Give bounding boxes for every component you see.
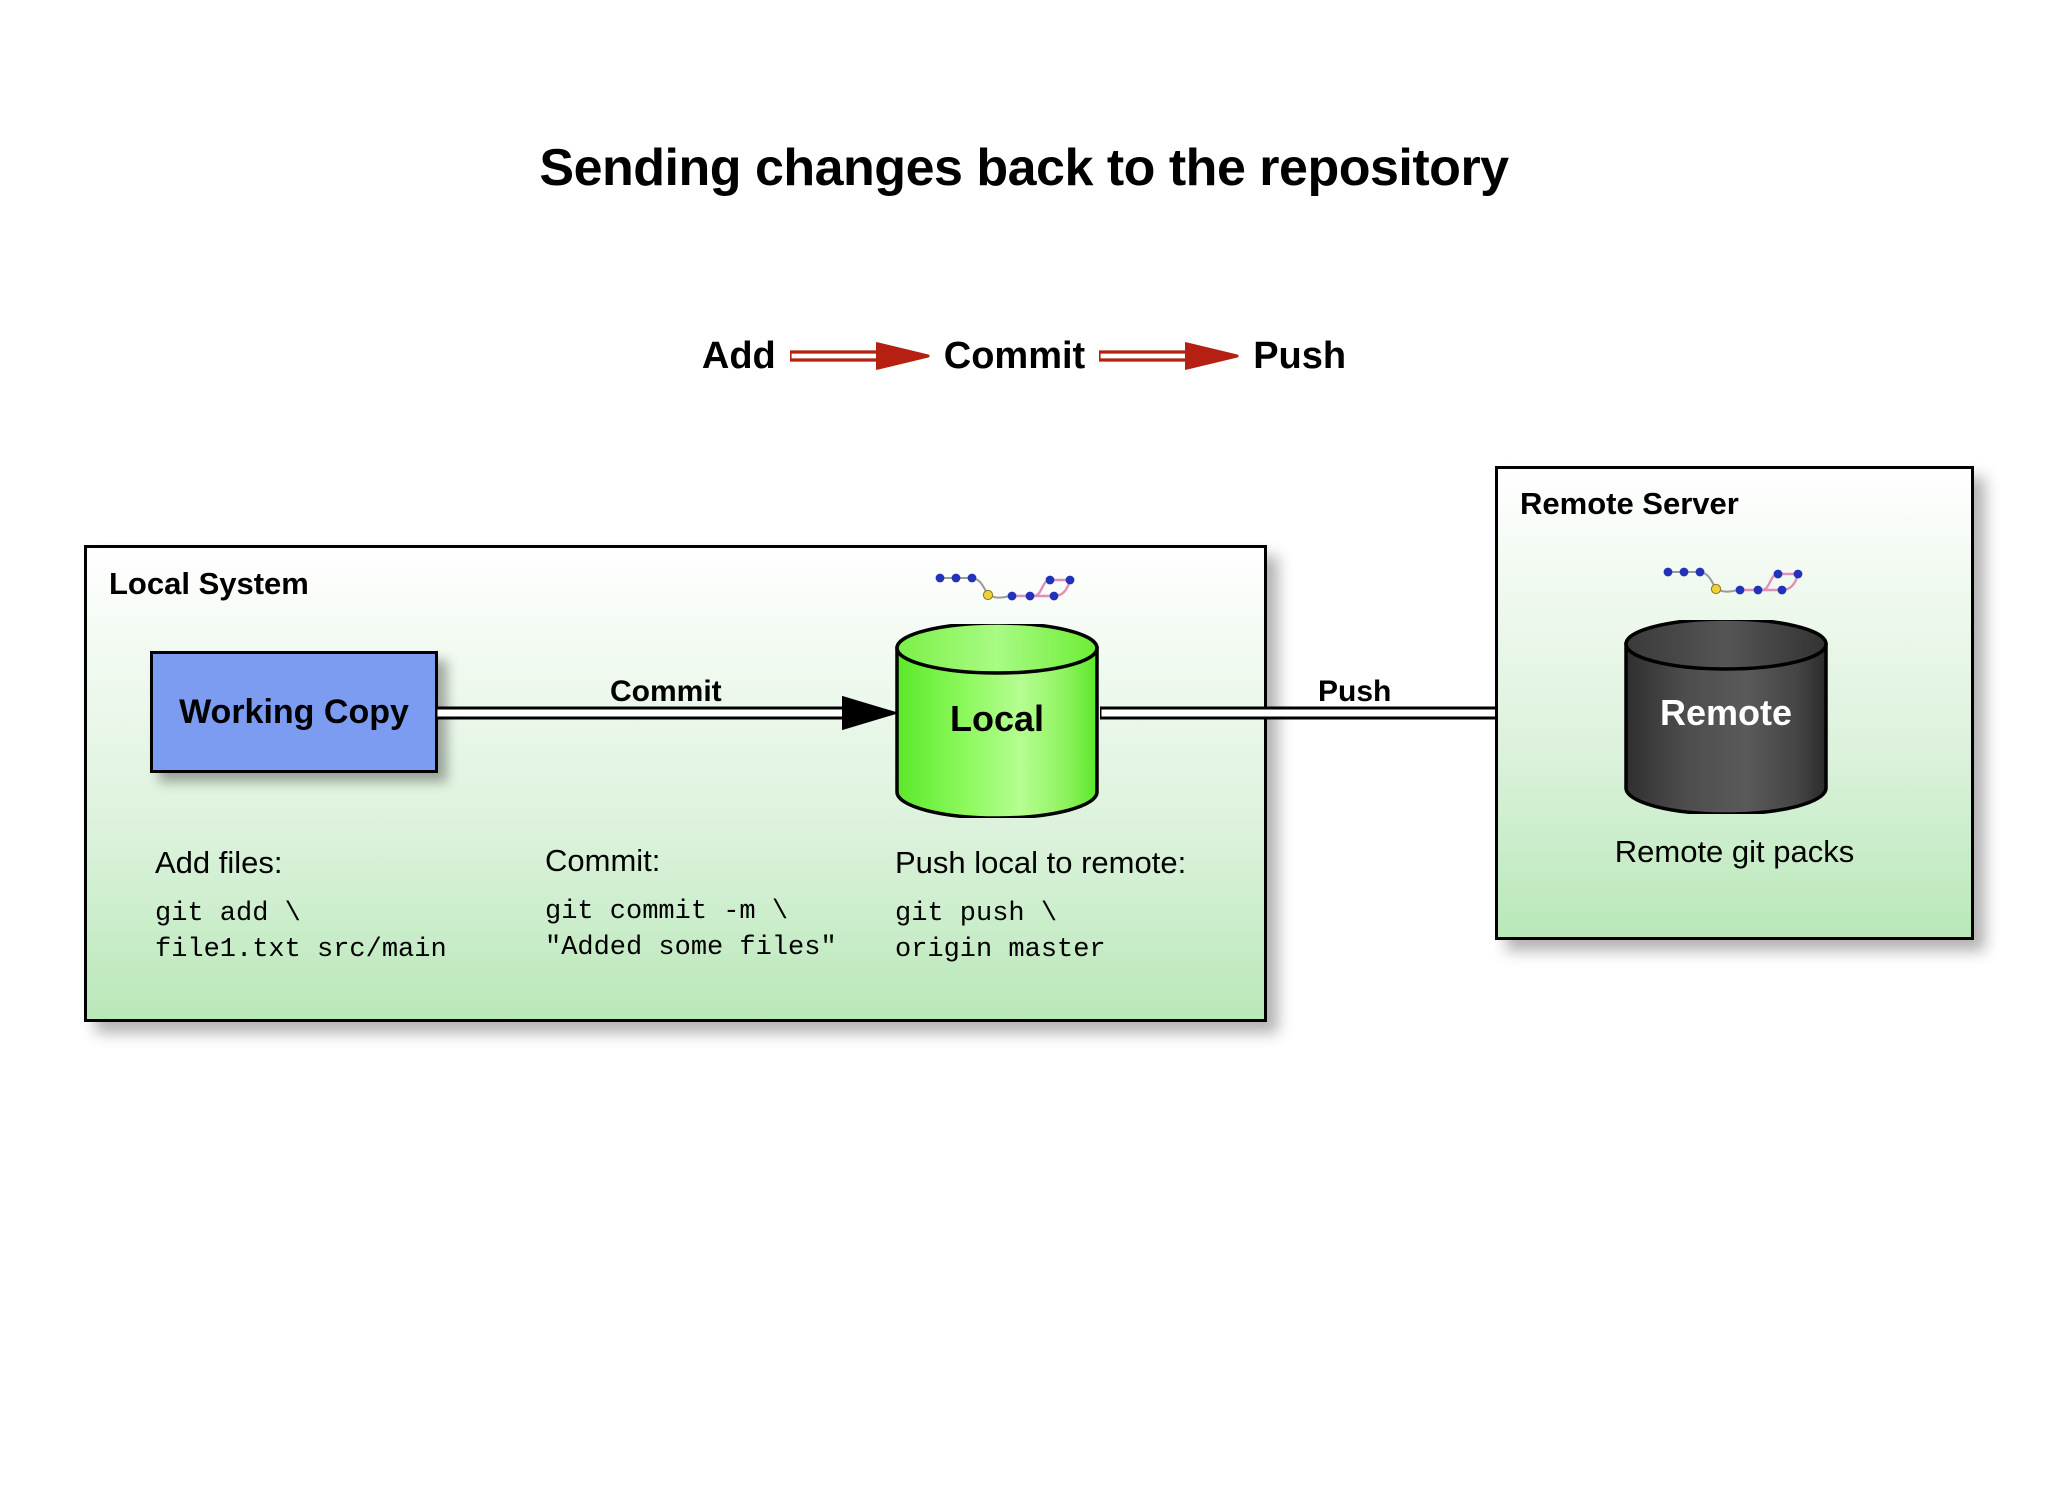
remote-git-packs-caption: Remote git packs <box>1614 834 1855 869</box>
add-files-heading: Add files: <box>155 845 283 880</box>
working-copy-label: Working Copy <box>179 692 409 731</box>
flow-step-add: Add <box>701 335 776 377</box>
git-commit-graph-icon-local <box>930 566 1080 612</box>
push-arrow-label: Push <box>1318 675 1392 708</box>
add-to-commit-arrow <box>789 335 930 377</box>
commit-to-push-arrow <box>1099 335 1240 377</box>
push-code: git push \ origin master <box>895 899 1106 965</box>
local-system-title: Local System <box>109 566 309 601</box>
add-files-command-block: Add files: git add \ file1.txt src/main <box>155 845 447 968</box>
page-title: Sending changes back to the repository <box>539 139 1509 197</box>
push-heading: Push local to remote: <box>895 845 1187 880</box>
add-files-code: git add \ file1.txt src/main <box>155 899 447 965</box>
flow-step-commit: Commit <box>943 335 1086 377</box>
commit-code: git commit -m \ "Added some files" <box>545 897 837 963</box>
push-command-block: Push local to remote: git push \ origin … <box>895 845 1186 968</box>
working-copy-box: Working Copy <box>150 651 438 773</box>
commit-arrow-label: Commit <box>610 675 722 708</box>
git-commit-graph-icon-remote <box>1658 560 1808 606</box>
flow-step-push: Push <box>1253 335 1347 377</box>
workflow-flow-strip: Add Commit Push <box>0 326 2048 386</box>
commit-arrow <box>434 690 900 736</box>
commit-heading: Commit: <box>545 843 661 878</box>
remote-server-title: Remote Server <box>1520 486 1739 521</box>
local-repository-cylinder: Local <box>893 621 1101 820</box>
commit-command-block: Commit: git commit -m \ "Added some file… <box>545 843 837 966</box>
remote-repository-cylinder: Remote <box>1622 617 1830 816</box>
